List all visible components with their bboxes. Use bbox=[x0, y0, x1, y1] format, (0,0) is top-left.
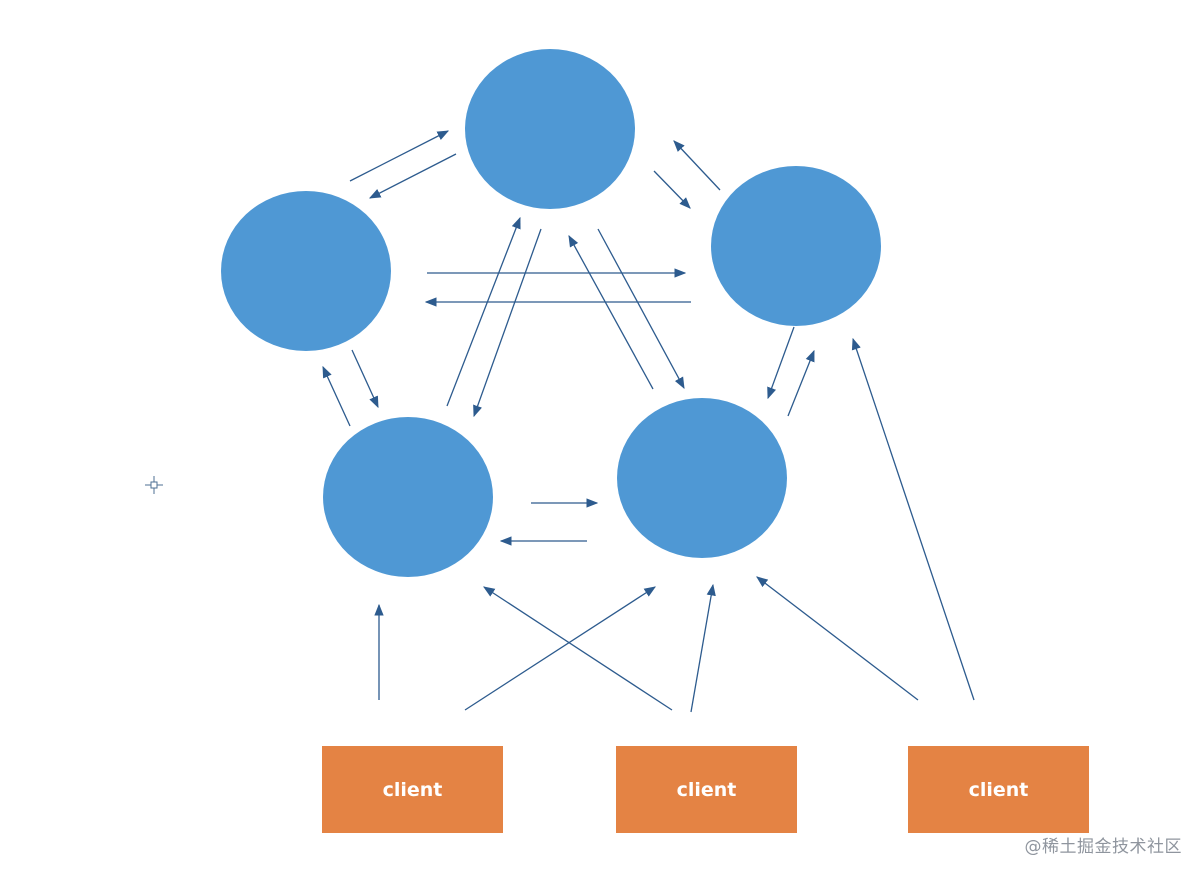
arrow-bottom-right-to-right bbox=[787, 349, 815, 417]
arrow-right-to-top bbox=[673, 140, 721, 191]
server-node-bottom-left bbox=[323, 417, 493, 577]
arrow-left-to-bottom-left bbox=[351, 349, 379, 409]
client-box-3: client bbox=[908, 746, 1089, 833]
arrow-bottom-left-to-left bbox=[322, 365, 351, 427]
server-node-top bbox=[465, 49, 635, 209]
arrow-bottom-right-to-top bbox=[568, 234, 654, 390]
arrow-client2-to-bottom-left bbox=[483, 586, 673, 711]
server-node-bottom-right bbox=[617, 398, 787, 558]
arrow-left-to-top bbox=[349, 130, 450, 182]
arrow-top-to-left bbox=[368, 153, 457, 199]
arrow-client3-to-right bbox=[851, 337, 975, 701]
client-box-1: client bbox=[322, 746, 503, 833]
arrow-bottom-left-to-top bbox=[446, 216, 521, 407]
arrow-top-to-bottom-left bbox=[473, 228, 542, 418]
server-node-left bbox=[221, 191, 391, 351]
arrow-right-to-bottom-right bbox=[767, 326, 795, 400]
arrow-client2-to-bottom-right bbox=[690, 583, 716, 713]
client-box-2: client bbox=[616, 746, 797, 833]
crosshair-cursor-icon bbox=[145, 476, 163, 494]
server-node-right bbox=[711, 166, 881, 326]
arrow-client3-to-bottom-right bbox=[756, 576, 919, 701]
watermark: @稀土掘金技术社区 bbox=[1024, 837, 1182, 857]
arrow-client1-to-bottom-right bbox=[464, 586, 656, 711]
arrow-top-to-bottom-right bbox=[597, 228, 685, 390]
arrow-top-to-right bbox=[653, 170, 691, 209]
